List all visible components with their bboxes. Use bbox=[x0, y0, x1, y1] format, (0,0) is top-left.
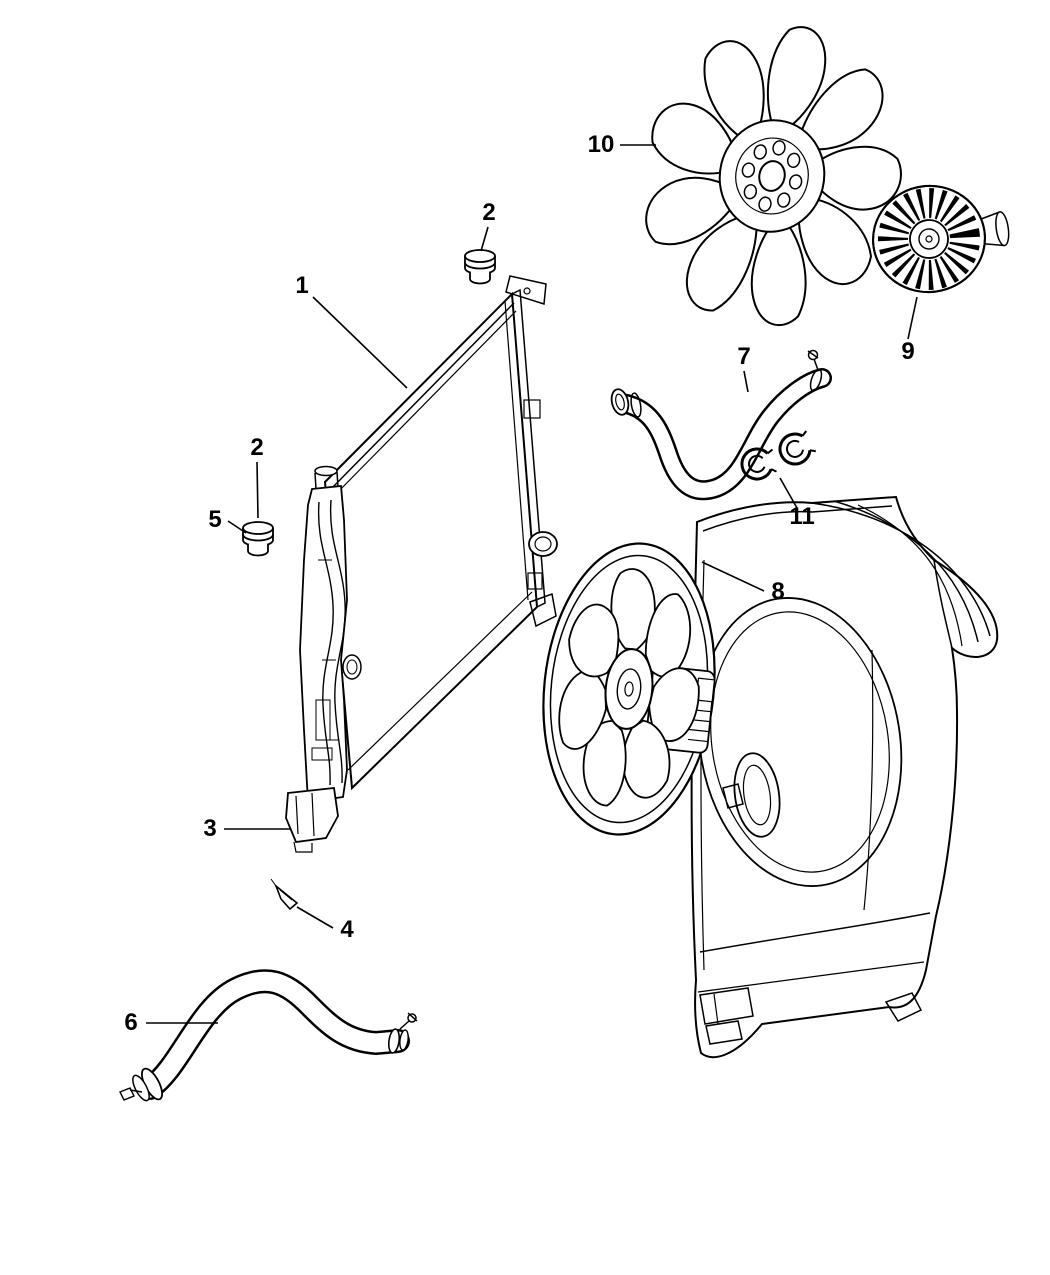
callout-4: 4 bbox=[340, 916, 354, 943]
grommet-top bbox=[464, 249, 496, 285]
leader-5 bbox=[227, 520, 247, 534]
clip-part bbox=[270, 878, 299, 911]
callout-5: 5 bbox=[208, 506, 221, 533]
callout-7: 7 bbox=[737, 343, 750, 370]
leader-8 bbox=[701, 561, 765, 592]
grommet-left bbox=[242, 521, 274, 557]
leader-2-left bbox=[256, 461, 259, 519]
callout-leader-lines bbox=[146, 144, 918, 1024]
leader-11 bbox=[779, 477, 798, 509]
callout-labels: 1 2 2 3 4 5 6 7 8 9 10 11 bbox=[124, 131, 914, 1036]
fan-shroud-part bbox=[690, 495, 999, 1059]
lower-hose-part bbox=[119, 969, 418, 1102]
leader-9 bbox=[907, 296, 918, 340]
fan-clutch-part bbox=[872, 184, 1010, 294]
callout-9: 9 bbox=[901, 338, 914, 365]
leader-2-top bbox=[480, 226, 489, 252]
callout-3: 3 bbox=[203, 815, 216, 842]
leader-1 bbox=[312, 296, 408, 389]
fan-blade-part bbox=[639, 20, 905, 331]
leader-7 bbox=[743, 370, 749, 393]
callout-10: 10 bbox=[588, 131, 615, 158]
callout-2-top: 2 bbox=[482, 199, 495, 226]
callout-1: 1 bbox=[295, 272, 308, 299]
callout-6: 6 bbox=[124, 1009, 137, 1036]
callout-11: 11 bbox=[789, 503, 814, 530]
radiator-part bbox=[299, 275, 558, 804]
leader-4 bbox=[296, 906, 334, 929]
callout-8: 8 bbox=[771, 578, 784, 605]
callout-2-left: 2 bbox=[250, 434, 263, 461]
upper-hose-part bbox=[610, 349, 832, 501]
lower-bracket-part bbox=[285, 787, 339, 853]
electric-fan-part bbox=[530, 535, 716, 843]
